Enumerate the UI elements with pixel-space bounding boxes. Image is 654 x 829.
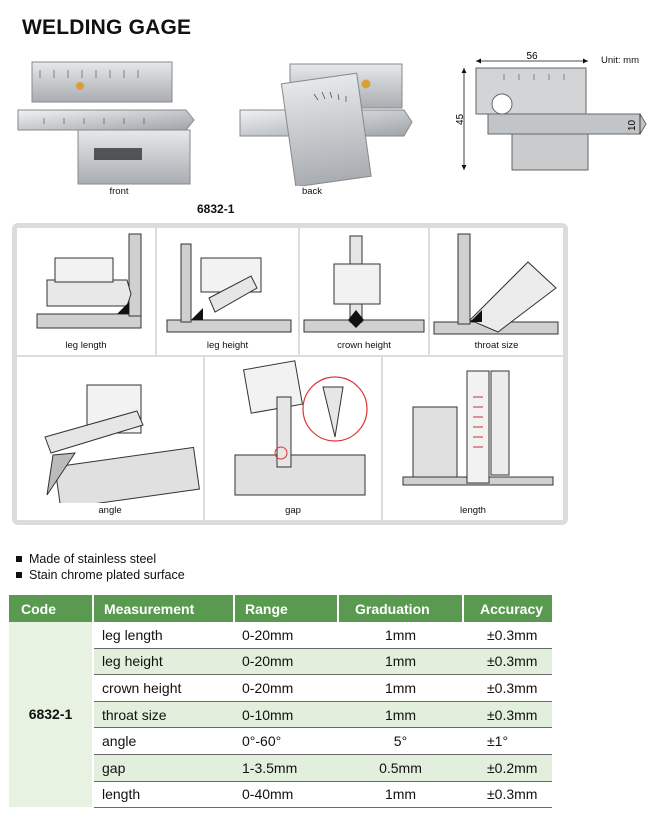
feature-text: Stain chrome plated surface [29,568,185,582]
use-label: leg height [206,340,249,351]
front-photo [17,61,195,185]
header-code: Code [9,595,94,622]
accuracy-cell: ±0.3mm [463,781,552,809]
code-cell: 6832-1 [9,622,94,809]
thickness-label: 10 [627,119,638,131]
back-caption: back [301,186,323,197]
dimension-drawing: 56 45 10 [455,52,647,171]
accuracy-cell: ±0.3mm [463,674,552,702]
use-leg-length: leg length [17,228,155,355]
use-label: length [460,505,486,516]
bullet-icon [16,556,22,562]
accuracy-cell: ±0.3mm [463,622,552,649]
use-label: leg length [65,340,107,351]
range-cell: 0-40mm [234,781,338,809]
feature-item: Made of stainless steel [16,551,185,567]
model-number: 6832-1 [197,202,235,216]
measurement-cell: angle [93,727,234,755]
usage-panel: leg length leg height crown height throa… [12,223,568,525]
measurement-cell: crown height [93,674,234,702]
header-accuracy: Accuracy [463,595,552,622]
graduation-cell: 5° [338,727,463,755]
graduation-cell: 0.5mm [338,754,463,782]
use-leg-height: leg height [157,228,298,355]
measurement-cell: leg length [93,622,234,649]
feature-text: Made of stainless steel [29,552,157,566]
accuracy-cell: ±0.3mm [463,701,552,729]
feature-list: Made of stainless steel Stain chrome pla… [16,551,185,583]
measurement-cell: leg height [93,648,234,676]
graduation-cell: 1mm [338,781,463,809]
use-angle: angle [17,357,203,520]
range-cell: 0-20mm [234,674,338,702]
use-length: length [383,357,563,520]
measurement-cell: throat size [93,701,234,729]
measurement-cell: gap [93,754,234,782]
range-cell: 1-3.5mm [234,754,338,782]
range-cell: 0-20mm [234,648,338,676]
spec-table: Code Measurement Range Graduation Accura… [9,595,552,809]
range-cell: 0-20mm [234,622,338,649]
measurement-cell: length [93,781,234,809]
use-label: throat size [474,340,519,351]
feature-item: Stain chrome plated surface [16,567,185,583]
unit-label: Unit: mm [601,55,639,66]
use-crown-height: crown height [300,228,428,355]
use-label: crown height [337,340,391,351]
front-caption: front [109,186,129,197]
page-title: WELDING GAGE [22,16,192,39]
width-label: 56 [526,52,538,62]
height-label: 45 [455,113,466,125]
header-measurement: Measurement [93,595,235,622]
table-header-row: Code Measurement Range Graduation Accura… [9,595,552,622]
use-label: angle [98,505,122,516]
use-throat-size: throat size [430,228,563,355]
header-graduation: Graduation [338,595,464,622]
accuracy-cell: ±0.2mm [463,754,552,782]
range-cell: 0°-60° [234,727,338,755]
accuracy-cell: ±1° [463,727,552,755]
bullet-icon [16,572,22,578]
graduation-cell: 1mm [338,648,463,676]
accuracy-cell: ±0.3mm [463,648,552,676]
graduation-cell: 1mm [338,701,463,729]
use-gap: gap [205,357,381,520]
graduation-cell: 1mm [338,674,463,702]
header-range: Range [234,595,339,622]
use-label: gap [285,505,301,516]
back-photo [239,63,413,186]
graduation-cell: 1mm [338,622,463,649]
range-cell: 0-10mm [234,701,338,729]
